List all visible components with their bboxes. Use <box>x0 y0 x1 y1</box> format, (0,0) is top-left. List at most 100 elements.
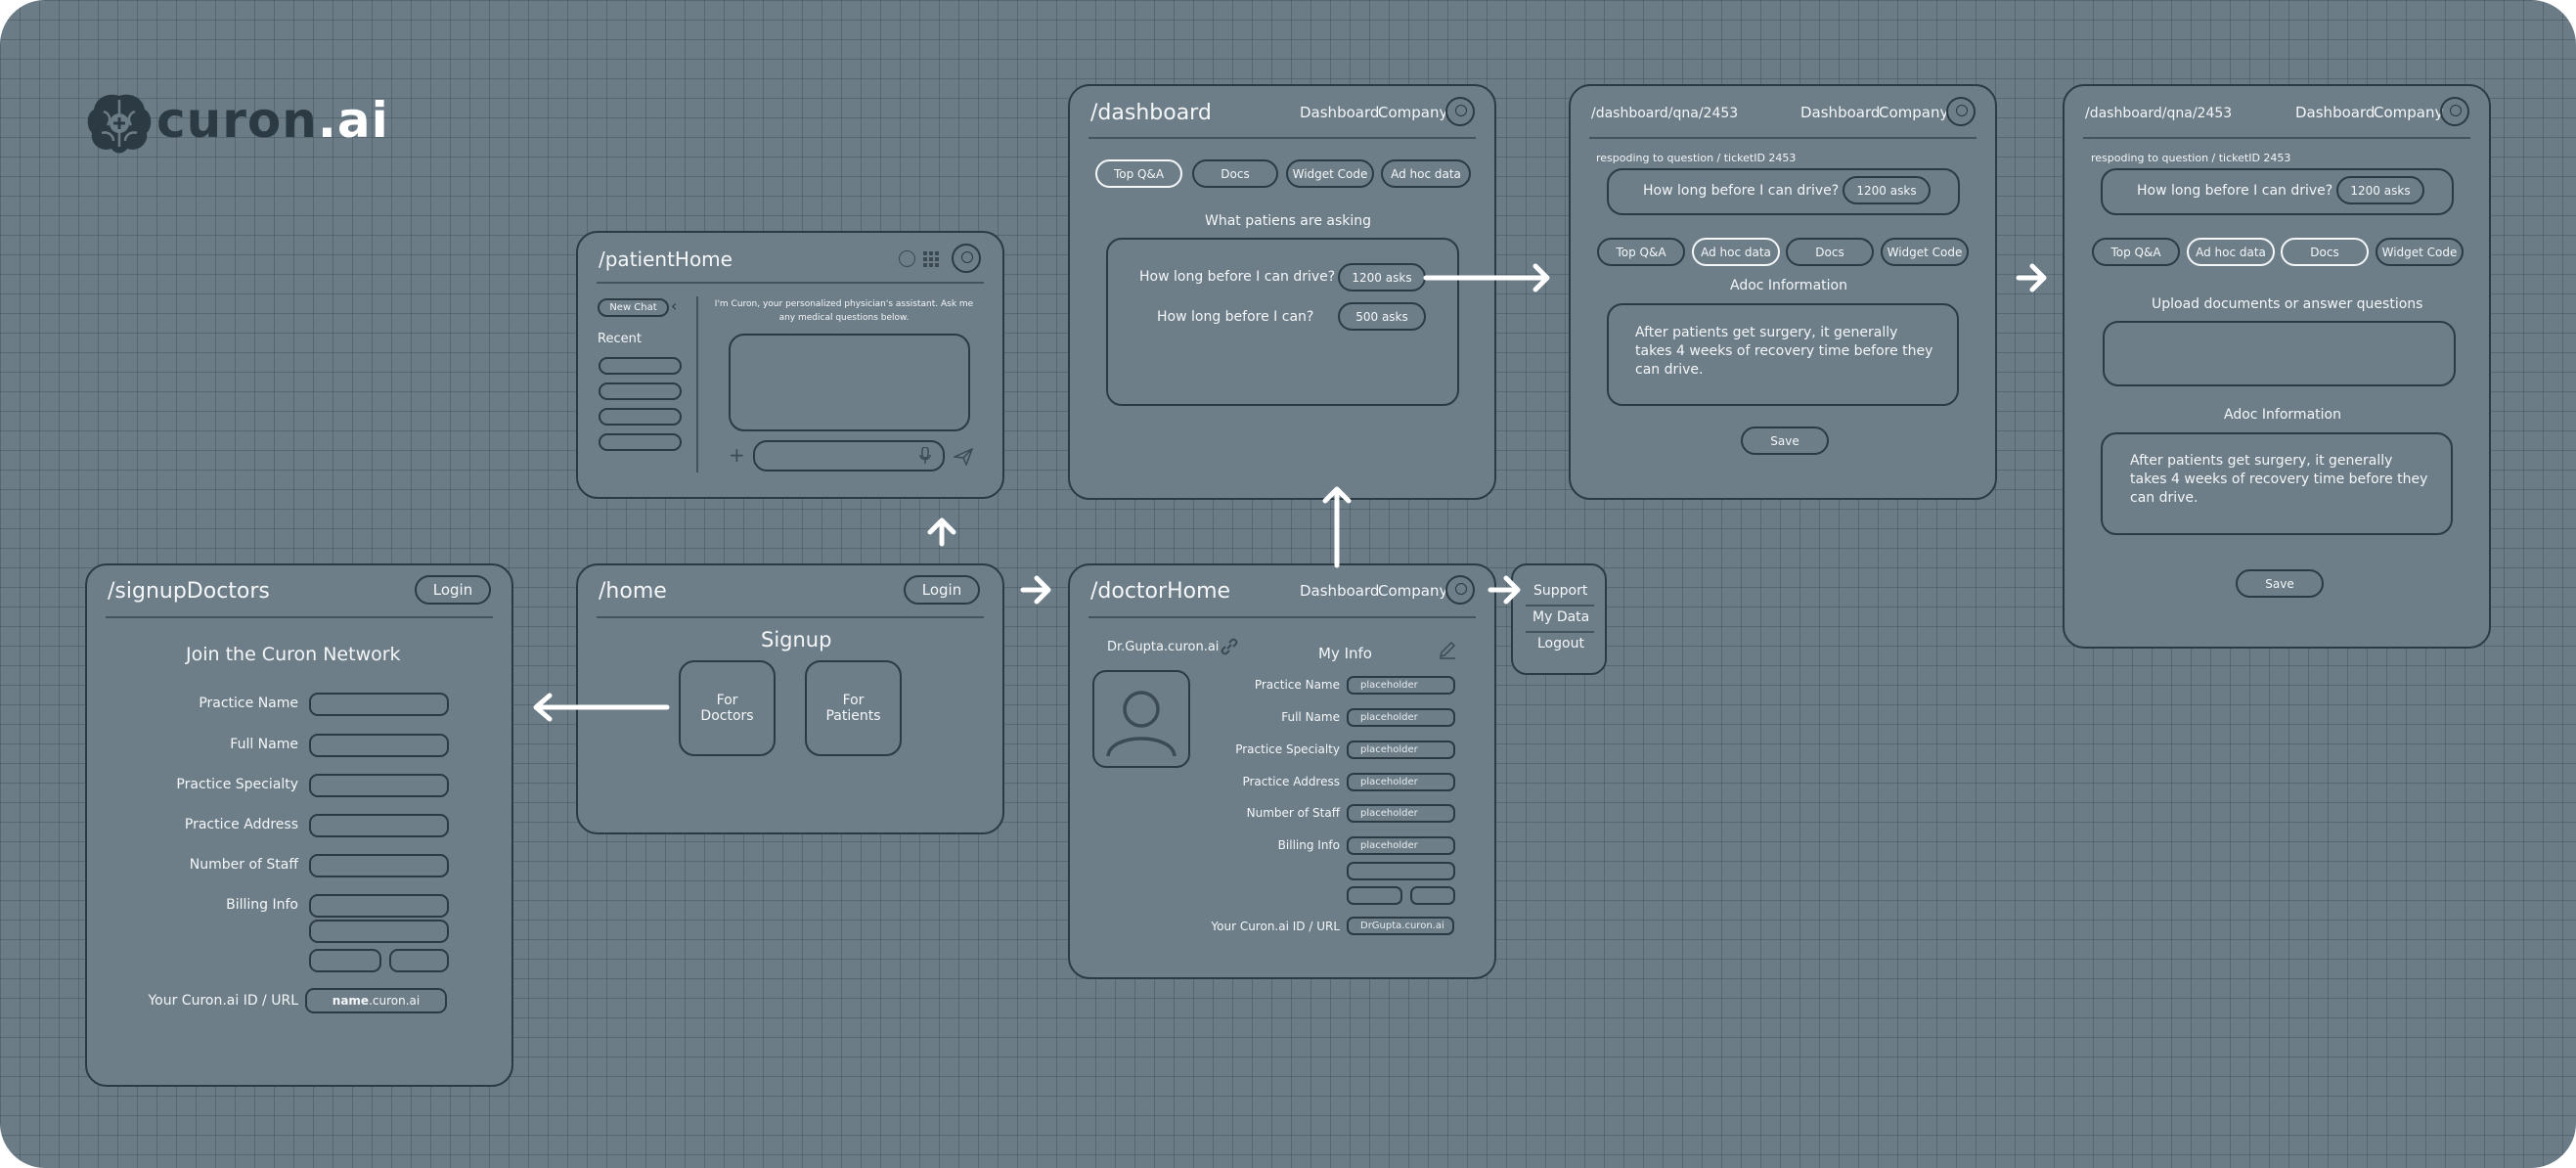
microphone-icon[interactable] <box>919 447 931 465</box>
menu-item-my-data[interactable]: My Data <box>1532 609 1590 625</box>
field-label: Billing Info <box>226 897 298 913</box>
grid-icon[interactable] <box>923 251 939 267</box>
avatar-button[interactable] <box>1445 575 1475 605</box>
tab-ad-hoc-data[interactable]: Ad hoc data <box>1692 238 1780 266</box>
recent-chat-item[interactable] <box>599 408 682 426</box>
for-patients-button[interactable]: For Patients <box>805 660 902 756</box>
arrow-doctor-home-to-dashboard <box>1322 486 1352 568</box>
edit-pencil-icon[interactable] <box>1438 640 1457 659</box>
answer-text: After patients get surgery, it generally… <box>1635 325 1933 378</box>
id-label: Your Curon.ai ID / URL <box>1211 920 1340 933</box>
login-button[interactable]: Login <box>415 575 491 605</box>
question-text: How long before I can drive? <box>1139 269 1336 285</box>
divider <box>1088 137 1476 139</box>
nav-company-link[interactable]: Company <box>1879 104 1949 121</box>
info-field[interactable]: placeholder <box>1347 804 1455 823</box>
avatar-button[interactable] <box>2440 97 2469 126</box>
nav-company-link[interactable]: Company <box>1378 582 1448 600</box>
info-field[interactable]: placeholder <box>1347 836 1455 855</box>
recent-chat-item[interactable] <box>599 382 682 400</box>
form-input[interactable] <box>309 734 449 757</box>
field-label: Practice Address <box>184 817 298 832</box>
asks-count-badge[interactable]: 500 asks <box>1338 302 1426 331</box>
nav-dashboard-link[interactable]: Dashboard <box>1800 104 1881 121</box>
tab-top-q-a[interactable]: Top Q&A <box>1597 238 1685 266</box>
login-button[interactable]: Login <box>904 575 980 605</box>
tab-top-q-a[interactable]: Top Q&A <box>1095 159 1182 188</box>
save-button[interactable]: Save <box>1741 427 1829 455</box>
avatar-button[interactable] <box>1445 97 1475 126</box>
form-input[interactable] <box>309 814 449 837</box>
asks-count-badge[interactable]: 1200 asks <box>1843 176 1931 204</box>
attach-plus-icon[interactable]: + <box>729 443 745 467</box>
field-label: Practice Name <box>1254 678 1340 692</box>
profile-picture[interactable] <box>1092 670 1190 768</box>
question-text: How long before I can drive? <box>2137 183 2333 199</box>
info-field[interactable]: placeholder <box>1347 773 1455 791</box>
billing-input-zip[interactable] <box>1410 886 1455 905</box>
asks-count-badge[interactable]: 1200 asks <box>2336 176 2424 204</box>
page-title: /home <box>599 579 667 604</box>
billing-input-city[interactable] <box>1347 886 1402 905</box>
assistant-intro: I'm Curon, your personalized physician's… <box>714 299 974 323</box>
upload-label: Upload documents or answer questions <box>2152 296 2423 312</box>
form-input[interactable] <box>309 854 449 877</box>
page-title: /dashboard/qna/2453 <box>1591 106 1739 121</box>
tab-widget-code[interactable]: Widget Code <box>2376 238 2464 266</box>
info-field[interactable]: placeholder <box>1347 708 1455 727</box>
link-icon[interactable] <box>1220 637 1239 656</box>
nav-dashboard-link[interactable]: Dashboard <box>1300 104 1380 121</box>
tab-ad-hoc-data[interactable]: Ad hoc data <box>1381 159 1471 188</box>
divider <box>1589 137 1976 139</box>
form-input[interactable] <box>309 774 449 797</box>
nav-company-link[interactable]: Company <box>1378 104 1448 121</box>
recent-chat-item[interactable] <box>599 357 682 375</box>
arrow-qna-to-qna-upload <box>2016 263 2047 292</box>
recent-chat-item[interactable] <box>599 433 682 451</box>
logo: curon.ai <box>84 86 388 164</box>
tab-docs[interactable]: Docs <box>1192 159 1278 188</box>
billing-input-zip[interactable] <box>389 949 449 972</box>
asks-count-badge[interactable]: 1200 asks <box>1338 263 1426 292</box>
avatar-button[interactable] <box>1946 97 1976 126</box>
nav-company-link[interactable]: Company <box>2374 104 2444 121</box>
divider <box>597 616 984 618</box>
responding-label: respoding to question / ticketID 2453 <box>2091 152 2291 164</box>
menu-divider <box>1526 605 1594 606</box>
info-field[interactable]: placeholder <box>1347 676 1455 695</box>
send-icon[interactable] <box>954 448 973 466</box>
signup-heading: Signup <box>761 628 832 651</box>
brain-logo-icon <box>87 94 152 154</box>
save-button[interactable]: Save <box>2236 569 2324 598</box>
info-field[interactable]: placeholder <box>1347 741 1455 759</box>
for-doctors-button[interactable]: For Doctors <box>679 660 776 756</box>
qna-frame <box>2063 84 2491 649</box>
tab-ad-hoc-data[interactable]: Ad hoc data <box>2187 238 2275 266</box>
nav-dashboard-link[interactable]: Dashboard <box>2295 104 2376 121</box>
tab-docs[interactable]: Docs <box>2281 238 2369 266</box>
id-url-field[interactable]: DrGupta.curon.ai <box>1347 917 1454 935</box>
questions-panel <box>1106 238 1459 406</box>
menu-item-logout[interactable]: Logout <box>1537 636 1584 651</box>
new-chat-button[interactable]: New Chat <box>598 298 669 317</box>
id-domain-text: .curon.ai <box>369 994 421 1008</box>
help-icon[interactable] <box>899 250 915 267</box>
nav-dashboard-link[interactable]: Dashboard <box>1300 582 1380 600</box>
tab-widget-code[interactable]: Widget Code <box>1881 238 1969 266</box>
form-input[interactable] <box>309 894 449 918</box>
menu-item-support[interactable]: Support <box>1533 583 1588 599</box>
id-url-field[interactable]: name.curon.ai <box>305 988 447 1013</box>
form-input[interactable] <box>309 693 449 716</box>
collapse-chevron-icon[interactable]: ‹ <box>671 296 678 315</box>
billing-input-2[interactable] <box>309 920 449 943</box>
avatar-button[interactable] <box>952 244 981 273</box>
tab-docs[interactable]: Docs <box>1786 238 1874 266</box>
billing-input-2[interactable] <box>1347 862 1455 880</box>
tab-widget-code[interactable]: Widget Code <box>1286 159 1374 188</box>
billing-input-city[interactable] <box>309 949 381 972</box>
tab-top-q-a[interactable]: Top Q&A <box>2092 238 2180 266</box>
chat-input[interactable] <box>753 440 945 472</box>
field-label: Billing Info <box>1277 838 1340 852</box>
question-card <box>1607 168 1960 215</box>
upload-area[interactable] <box>2103 321 2456 386</box>
